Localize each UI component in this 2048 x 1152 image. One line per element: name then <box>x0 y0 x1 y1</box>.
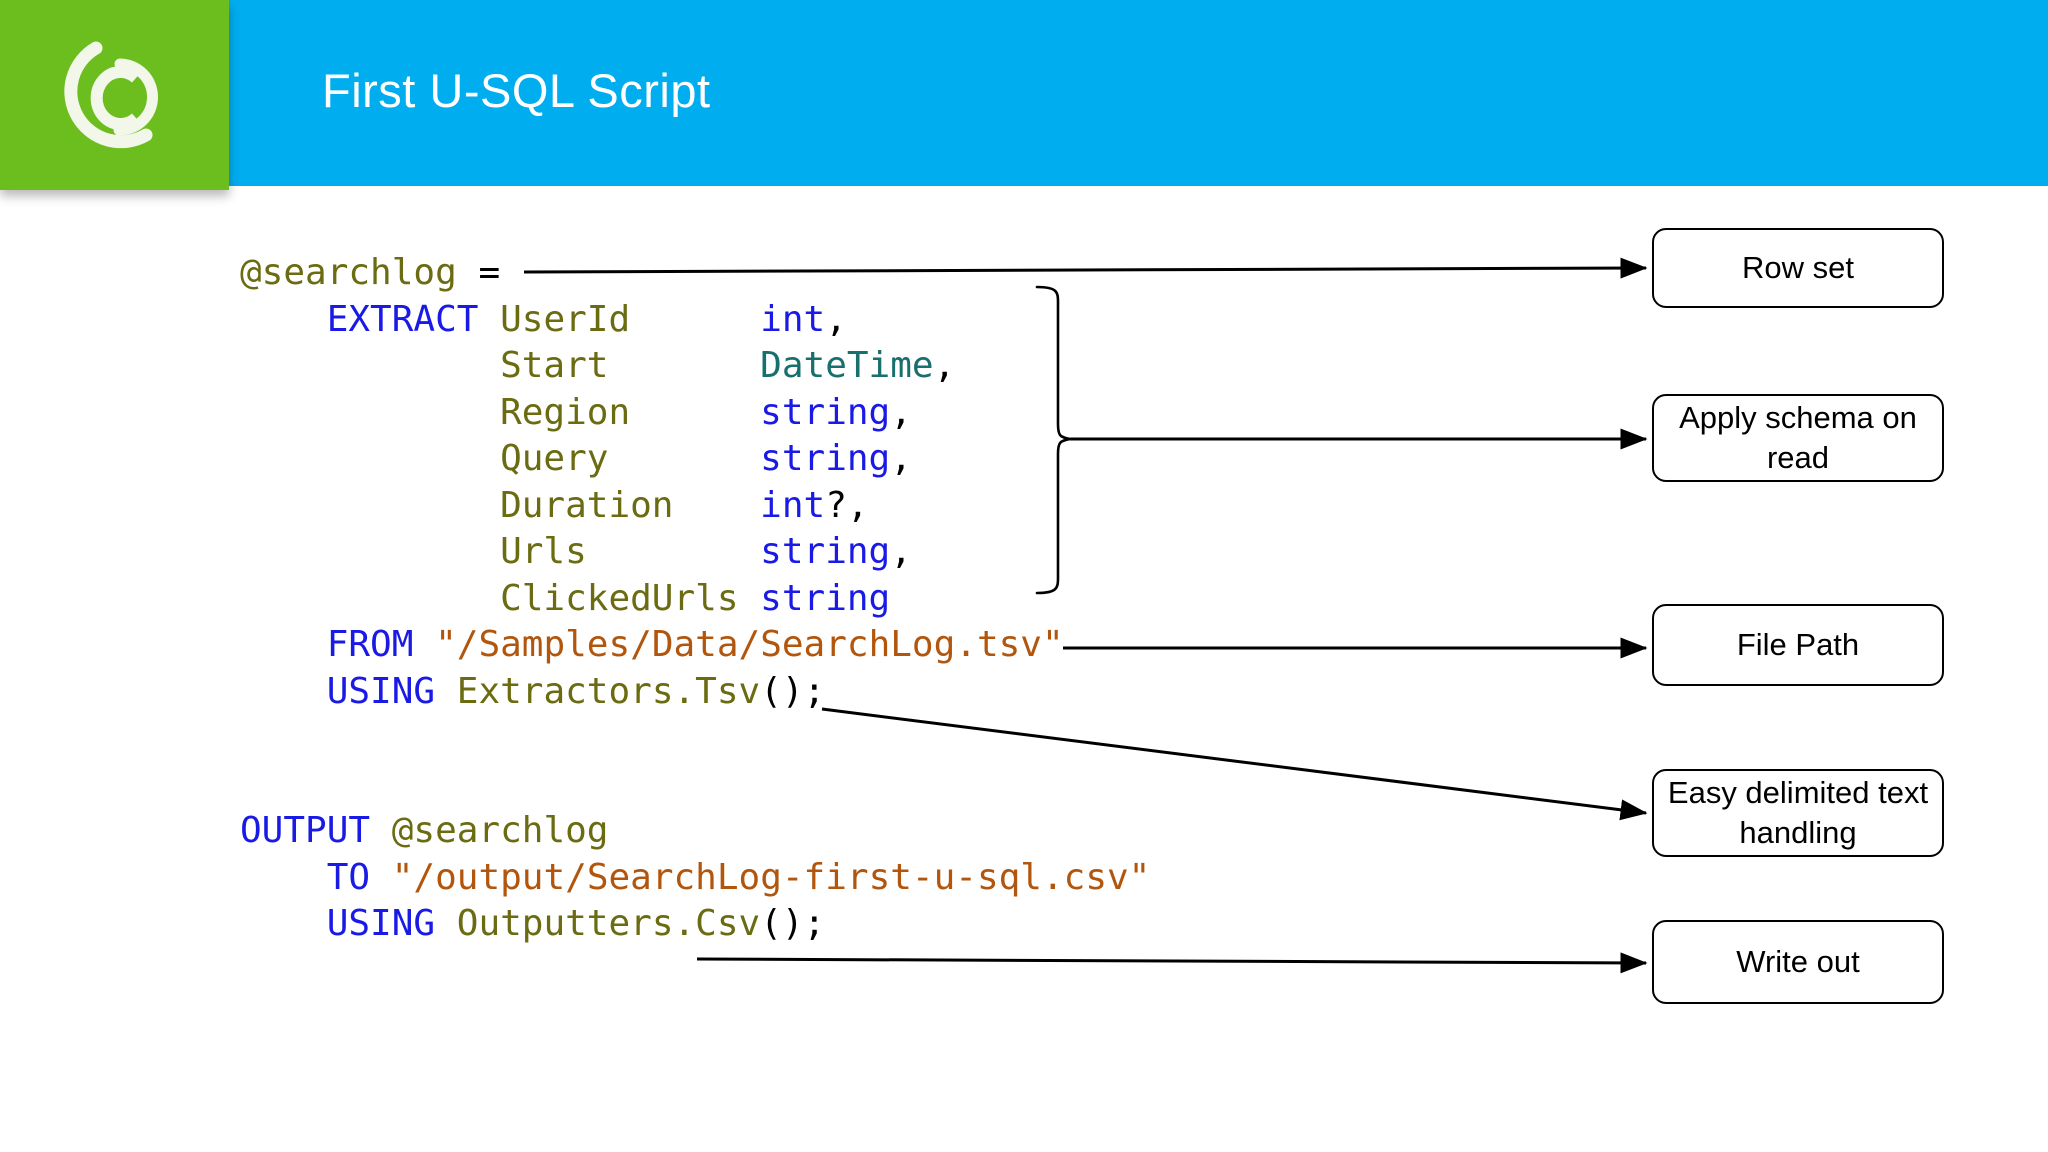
code-token <box>240 299 327 340</box>
callout-file-path: File Path <box>1652 604 1944 686</box>
code-token: int <box>760 298 826 340</box>
circled-c-logo-icon <box>63 41 158 149</box>
code-token: EXTRACT <box>326 298 479 340</box>
code-token <box>240 671 327 712</box>
code-token: DateTime <box>760 345 934 386</box>
code-token: (); <box>760 903 826 944</box>
code-token <box>370 857 392 898</box>
line-col-region: Region string, <box>240 390 1150 437</box>
code-token: Urls <box>240 531 761 572</box>
code-token: USING <box>326 903 436 944</box>
line-blank-2 <box>240 762 1150 809</box>
code-token: UserId <box>478 298 761 340</box>
usql-code-block: @searchlog = EXTRACT UserId int, Start D… <box>240 250 1150 948</box>
callout-label: Write out <box>1736 944 1860 979</box>
code-token: , <box>890 531 912 572</box>
callout-write-out: Write out <box>1652 920 1944 1004</box>
callout-easy-delimited: Easy delimited text handling <box>1652 769 1944 857</box>
callout-label: Apply schema on read <box>1679 400 1917 475</box>
code-token: string <box>760 438 891 479</box>
code-token: string <box>760 531 891 572</box>
code-token: ClickedUrls <box>240 577 761 619</box>
line-extract-userid: EXTRACT UserId int, <box>240 297 1150 344</box>
code-token <box>240 857 327 898</box>
code-token: , <box>890 391 912 433</box>
code-token: , <box>825 298 847 340</box>
code-token <box>457 252 479 293</box>
code-token: Start <box>240 345 761 386</box>
line-to: TO "/output/SearchLog-first-u-sql.csv" <box>240 855 1151 902</box>
code-token: int <box>760 484 826 526</box>
code-token: string <box>760 391 891 433</box>
line-output: OUTPUT @searchlog <box>240 808 1150 855</box>
line-blank-1 <box>240 715 1150 762</box>
arrow-write-out <box>696 952 1648 974</box>
callout-apply-schema: Apply schema on read <box>1652 394 1944 482</box>
line-col-urls: Urls string, <box>240 529 1150 576</box>
line-col-clickedurls: ClickedUrls string <box>240 576 1150 623</box>
code-token: ?, <box>825 484 869 526</box>
code-token <box>240 903 327 944</box>
code-token: USING <box>326 670 436 712</box>
callout-label: Row set <box>1742 250 1854 285</box>
code-token: "/Samples/Data/SearchLog.tsv" <box>435 624 1064 665</box>
code-token: Duration <box>240 484 761 526</box>
line-col-query: Query string, <box>240 436 1150 483</box>
code-token: @searchlog <box>391 810 609 851</box>
code-token <box>370 810 392 851</box>
code-token: "/output/SearchLog-first-u-sql.csv" <box>391 856 1151 898</box>
line-using-outputters: USING Outputters.Csv(); <box>240 901 1150 948</box>
callout-label: Easy delimited text handling <box>1667 775 1929 850</box>
code-token <box>435 903 457 944</box>
code-token: @searchlog <box>240 252 457 293</box>
code-token: = <box>478 252 501 293</box>
line-using-extractors: USING Extractors.Tsv(); <box>240 669 1150 716</box>
code-token <box>435 671 457 712</box>
callout-label: File Path <box>1736 627 1860 662</box>
code-token <box>240 624 327 665</box>
code-token: Region <box>240 391 761 433</box>
line-assign: @searchlog = <box>240 250 1150 297</box>
logo-tile <box>0 0 229 190</box>
code-token: Extractors.Tsv <box>456 670 761 712</box>
code-token: , <box>890 438 912 479</box>
code-token: OUTPUT <box>240 810 371 851</box>
code-token: FROM <box>326 624 414 665</box>
callout-row-set: Row set <box>1652 228 1944 308</box>
code-token: Query <box>240 438 761 479</box>
code-token: string <box>760 577 891 619</box>
line-col-start: Start DateTime, <box>240 343 1150 390</box>
header-bar <box>0 0 2048 186</box>
line-col-duration: Duration int?, <box>240 483 1150 530</box>
code-token: (); <box>760 670 826 712</box>
code-token: TO <box>326 856 371 898</box>
code-token: Outputters.Csv <box>456 903 761 944</box>
code-token <box>413 624 435 665</box>
line-from: FROM "/Samples/Data/SearchLog.tsv" <box>240 622 1150 669</box>
page-title: First U-SQL Script <box>322 64 711 117</box>
code-token: , <box>933 345 956 386</box>
